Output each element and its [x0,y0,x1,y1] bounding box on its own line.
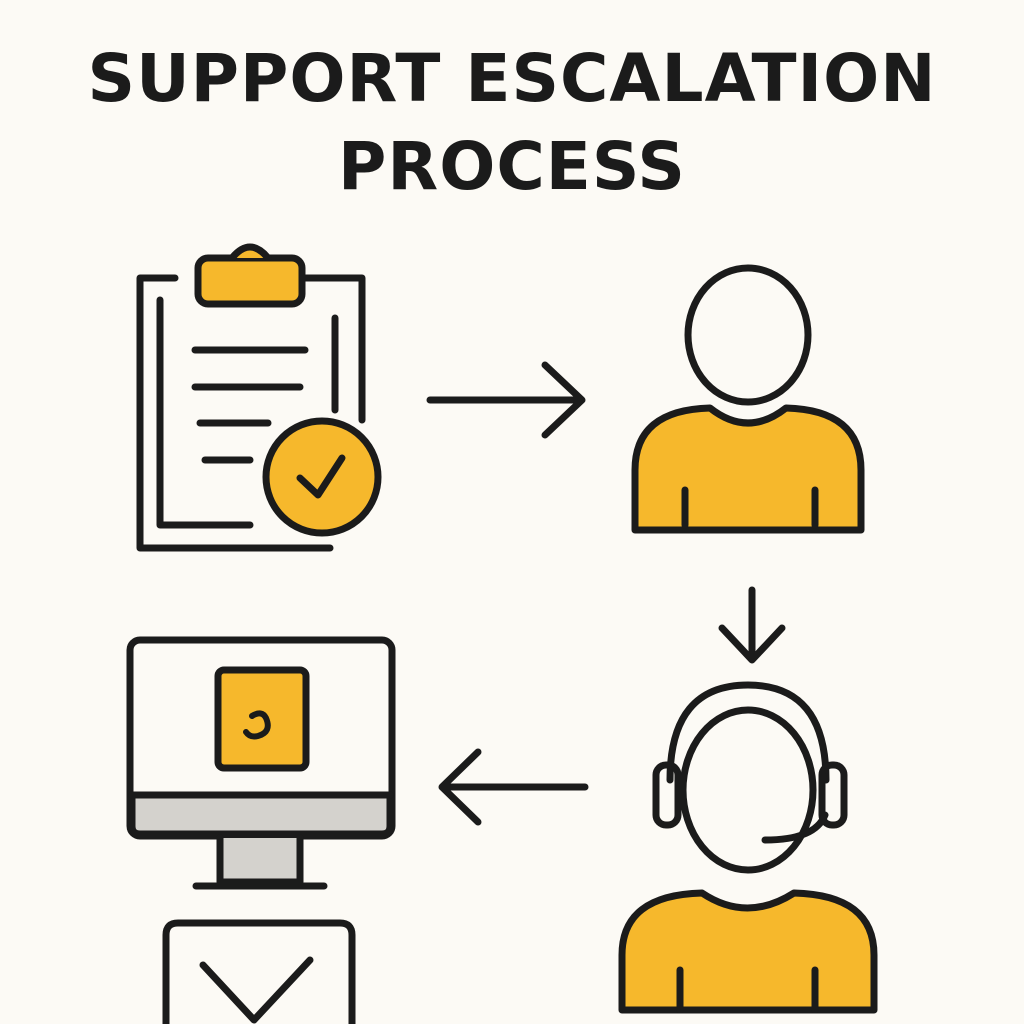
arrow-down-icon [718,586,786,664]
computer-monitor-icon [126,636,396,890]
user-icon [631,264,865,534]
diagram-title-line1: SUPPORT ESCALATION [87,40,937,117]
clipboard-check-icon [136,243,382,552]
checkbox-icon [162,919,356,1024]
support-agent-headset-icon [618,681,878,1014]
arrow-left-icon [438,748,589,826]
arrow-right-icon [426,361,586,439]
diagram-title-line2: PROCESS [338,128,686,205]
